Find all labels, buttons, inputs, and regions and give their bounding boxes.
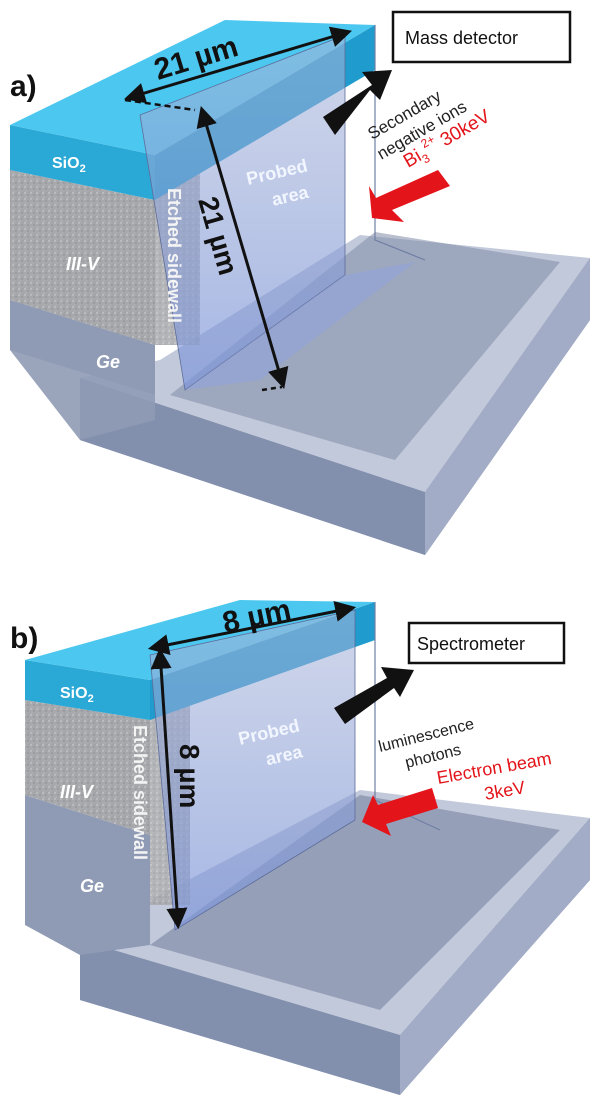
panel-b-beam-arrow — [362, 788, 438, 836]
panel-b-detector-label: Spectrometer — [417, 634, 525, 654]
panel-a: a) 21 µm 21 µm SiO2 — [10, 10, 590, 555]
panel-b-sidewall-label: Etched sidewall — [130, 725, 150, 860]
panel-a-iiiv-layer — [10, 170, 155, 345]
panel-a-sio2-layer — [10, 125, 155, 200]
panel-b: b) 8 µm 8 µm SiO2 III-V Ge Etched sidewa… — [10, 593, 590, 1095]
panel-a-sidewall-label: Etched sidewall — [164, 188, 184, 323]
panel-a-width-arrow — [123, 26, 353, 104]
panel-b-sio2-label: SiO2 — [60, 685, 94, 705]
panel-b-emission-arrow — [334, 667, 414, 724]
panel-b-iiiv-label: III-V — [60, 782, 95, 802]
panel-b-detector-box — [407, 621, 566, 665]
panel-a-letter: a) — [10, 70, 37, 103]
panel-b-iiiv-layer — [25, 700, 150, 835]
panel-a-substrate — [80, 232, 590, 555]
panel-a-iiiv-label: III-V — [66, 254, 101, 274]
panel-a-height-arrow — [196, 105, 289, 390]
panel-b-height-arrow — [150, 647, 188, 930]
panel-a-sio2-label: SiO2 — [52, 155, 86, 175]
panel-b-ge-layer — [25, 795, 150, 955]
panel-b-letter: b) — [10, 622, 38, 655]
panel-a-detector-label: Mass detector — [405, 28, 518, 48]
panel-b-substrate — [80, 790, 590, 1095]
panel-a-beam-arrow — [369, 170, 450, 222]
panel-a-detector-box — [391, 10, 572, 64]
panel-b-height-label: 8 µm — [174, 744, 205, 808]
panel-a-secondary-arrow — [323, 70, 392, 135]
panel-a-ge-label: Ge — [96, 352, 120, 372]
panel-b-ge-label: Ge — [80, 876, 104, 896]
panel-b-width-arrow — [147, 600, 357, 656]
